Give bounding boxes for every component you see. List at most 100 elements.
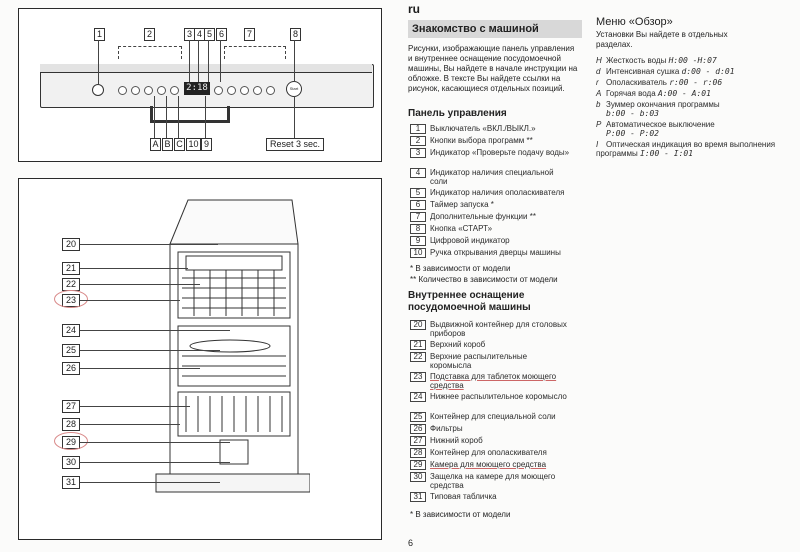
interior-note: * В зависимости от модели xyxy=(410,510,511,519)
leader-9 xyxy=(205,96,206,138)
lang-marker: ru xyxy=(408,2,420,16)
callout-B: B xyxy=(162,138,173,151)
leader-reset xyxy=(294,96,295,138)
reset-label: Reset 3 sec. xyxy=(266,138,324,151)
leader-4 xyxy=(198,40,199,82)
callout-30: 30 xyxy=(62,456,80,469)
callout-28: 28 xyxy=(62,418,80,431)
leader-5 xyxy=(208,40,209,82)
leader-1 xyxy=(98,40,99,84)
leader-22 xyxy=(80,284,200,285)
interior-title: Внутреннее оснащение посудомоечной машин… xyxy=(408,290,531,313)
program-buttons xyxy=(118,86,179,95)
door-handle xyxy=(150,106,230,123)
callout-C: C xyxy=(174,138,185,151)
leader-C xyxy=(178,96,179,138)
dishwasher-drawing xyxy=(155,199,310,493)
panel-note-2: ** Количество в зависимости от модели xyxy=(410,275,558,284)
callout-25: 25 xyxy=(62,344,80,357)
leader-27 xyxy=(80,406,190,407)
leader-B xyxy=(166,96,167,138)
leader-29 xyxy=(80,442,230,443)
leader-6 xyxy=(220,40,221,82)
leader-20 xyxy=(80,244,218,245)
highlight-23 xyxy=(54,290,88,308)
callout-2: 2 xyxy=(144,28,155,41)
leader-8 xyxy=(294,40,295,82)
leader-A xyxy=(154,96,155,138)
panel-title: Панель управления xyxy=(408,108,507,119)
start-button: Start xyxy=(286,81,302,97)
power-button xyxy=(92,84,104,96)
callout-7: 7 xyxy=(244,28,255,41)
callout-5: 5 xyxy=(204,28,215,41)
leader-25 xyxy=(80,350,220,351)
intro-text: Рисунки, изображающие панель управления … xyxy=(408,44,578,93)
leader-23 xyxy=(80,300,180,301)
callout-8: 8 xyxy=(290,28,301,41)
bracket-programs xyxy=(118,46,182,59)
callout-21: 21 xyxy=(62,262,80,275)
callout-9: 9 xyxy=(201,138,212,151)
callout-22: 22 xyxy=(62,278,80,291)
bracket-options xyxy=(224,46,286,59)
leader-26 xyxy=(80,368,200,369)
leader-31 xyxy=(80,482,220,483)
leader-3 xyxy=(189,40,190,82)
leader-21 xyxy=(80,268,188,269)
panel-note-1: * В зависимости от модели xyxy=(410,264,511,273)
section-title: Знакомство с машиной xyxy=(412,23,539,35)
callout-26: 26 xyxy=(62,362,80,375)
page-number: 6 xyxy=(408,538,414,548)
leader-30 xyxy=(80,462,230,463)
callout-31: 31 xyxy=(62,476,80,489)
menu-subtitle: Установки Вы найдете в отдельных раздела… xyxy=(596,30,728,49)
callout-10: 10 xyxy=(186,138,201,151)
leader-24 xyxy=(80,330,230,331)
callout-A: A xyxy=(150,138,161,151)
callout-27: 27 xyxy=(62,400,80,413)
menu-title: Меню «Обзор» xyxy=(596,16,673,28)
panel-top-strip xyxy=(40,64,372,73)
callout-6: 6 xyxy=(216,28,227,41)
option-buttons xyxy=(214,86,284,95)
digital-display: 2:18 xyxy=(184,82,210,95)
callout-24: 24 xyxy=(62,324,80,337)
callout-1: 1 xyxy=(94,28,105,41)
leader-28 xyxy=(80,424,180,425)
highlight-29 xyxy=(54,432,88,450)
callout-20: 20 xyxy=(62,238,80,251)
